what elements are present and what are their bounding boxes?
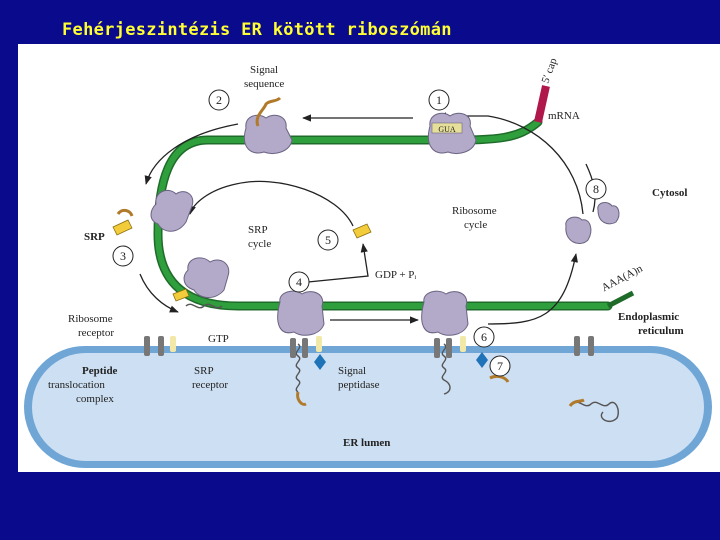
arrow-2-3	[144, 123, 239, 185]
arrow-3-4	[139, 273, 179, 313]
svg-text:cycle: cycle	[248, 238, 271, 250]
translocon-channels	[144, 336, 594, 358]
ribosome-step-4b	[277, 290, 325, 336]
label-gtp: GTP	[208, 333, 229, 345]
arrow-6-8	[487, 253, 578, 325]
label-er: Endoplasmic	[618, 311, 679, 323]
label-srp-receptor: SRP	[194, 365, 214, 377]
slide-title: Fehérjeszintézis ER kötött riboszómán	[62, 20, 452, 40]
er-lumen	[32, 353, 704, 461]
ribosome-step-6	[421, 290, 469, 336]
ribosome-step-4	[183, 257, 230, 298]
step-5: 5	[325, 233, 331, 247]
label-cytosol: Cytosol	[652, 187, 687, 199]
step-4: 4	[296, 275, 302, 289]
signal-peptidase-icons	[314, 352, 488, 370]
ribosome-subunits-step-8	[565, 202, 620, 244]
label-ribosome-receptor: Ribosome	[68, 313, 113, 325]
svg-text:receptor: receptor	[78, 327, 114, 339]
step-2: 2	[216, 93, 222, 107]
svg-text:sequence: sequence	[244, 78, 284, 90]
svg-text:cycle: cycle	[464, 219, 487, 231]
step-7: 7	[497, 359, 503, 373]
label-signal-peptidase: Signal	[338, 365, 366, 377]
label-mrna: mRNA	[548, 110, 580, 122]
step-6: 6	[481, 330, 487, 344]
label-poly-a: AAA(A)n	[600, 262, 645, 294]
svg-text:complex: complex	[76, 393, 114, 405]
step-8: 8	[593, 182, 599, 196]
nascent-peptides	[116, 96, 619, 422]
srp-cycle-arrow	[188, 180, 354, 227]
svg-text:translocation: translocation	[48, 379, 105, 391]
step-1: 1	[436, 93, 442, 107]
er-translation-diagram: 2 1 3 4 5 6 7 8 Signal sequence mRNA 5′ …	[18, 44, 720, 472]
label-gdp-pi: GDP + Pᵢ	[375, 269, 416, 281]
step-3: 3	[120, 249, 126, 263]
ribosome-cycle-arrow	[437, 112, 584, 215]
label-srp: SRP	[84, 231, 105, 243]
label-srp-cycle: SRP	[248, 224, 268, 236]
label-ribosome-cycle: Ribosome	[452, 205, 497, 217]
ribosome-step-3	[150, 189, 194, 232]
ribosome-step-2	[244, 114, 293, 154]
label-signal-sequence: Signal	[250, 64, 278, 76]
label-five-cap: 5′ cap	[540, 56, 560, 85]
srp-particles	[112, 219, 372, 302]
label-er-lumen: ER lumen	[343, 437, 390, 449]
arrow-gdp	[307, 243, 369, 283]
five-cap	[534, 85, 550, 123]
svg-text:peptidase: peptidase	[338, 379, 380, 391]
poly-a-tail	[606, 290, 635, 309]
step-markers	[112, 89, 607, 377]
svg-text:receptor: receptor	[192, 379, 228, 391]
label-codon: GUA	[438, 125, 456, 134]
label-translocation-complex: Peptide	[82, 365, 118, 377]
svg-text:reticulum: reticulum	[638, 325, 684, 337]
codon-box	[431, 122, 463, 134]
